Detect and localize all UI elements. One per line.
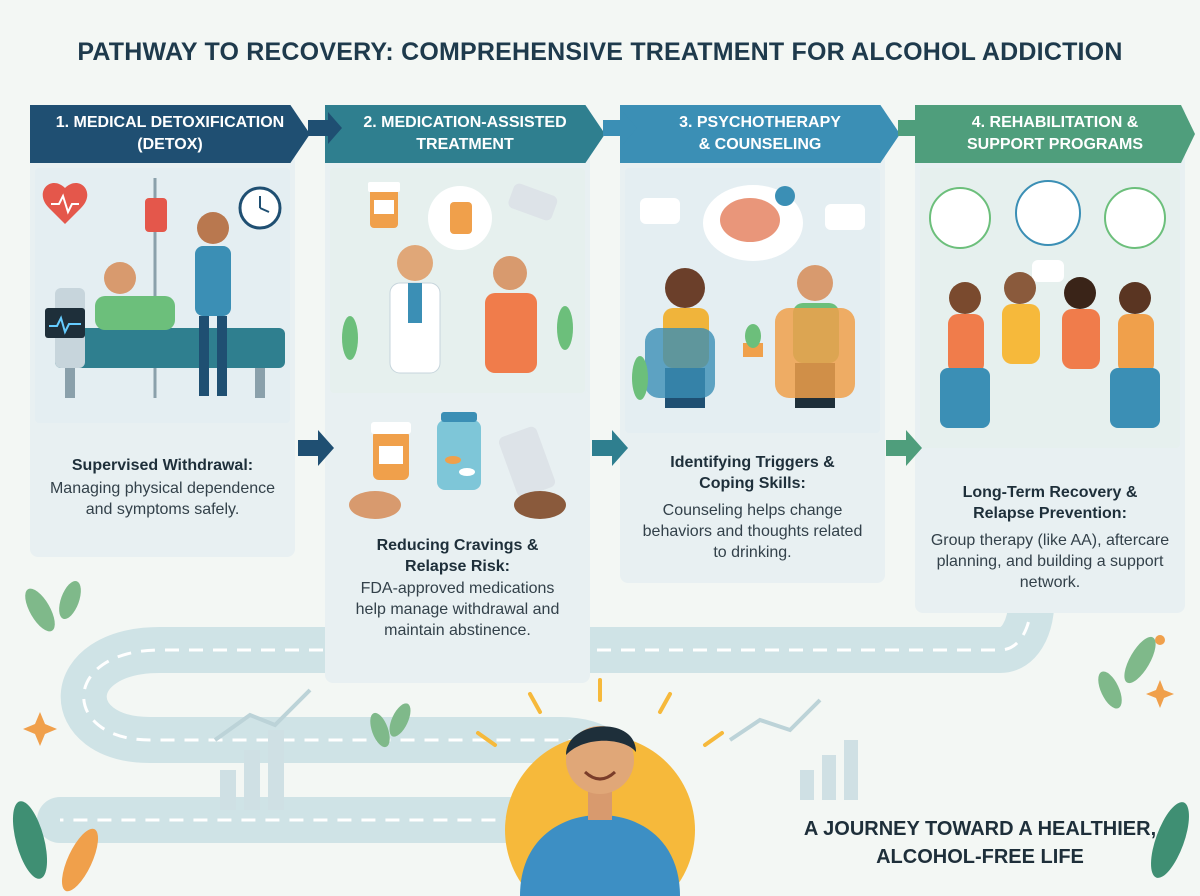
step-description-rehabilitation: Group therapy (like AA), aftercare plann… — [930, 532, 1170, 591]
step-heading-detox: Supervised Withdrawal: — [71, 457, 254, 474]
banner-line: & COUNSELING — [698, 136, 822, 153]
step-banner-rehabilitation: 4. REHABILITATION & SUPPORT PROGRAMS — [915, 105, 1195, 163]
speech-bubble-icon — [1032, 260, 1064, 282]
leaf-icon — [12, 580, 1189, 892]
footer-line: ALCOHOL-FREE LIFE — [876, 846, 1084, 868]
banner-line: (DETOX) — [137, 136, 203, 153]
footer-line: A JOURNEY TOWARD A HEALTHIER, — [803, 818, 1157, 840]
banner-line: 3. PSYCHOTHERAPY — [679, 114, 841, 131]
pill-bottle-icon — [371, 422, 411, 480]
patient-figure — [485, 256, 537, 373]
hand-icon — [349, 491, 566, 519]
banner-line: 4. REHABILITATION & — [971, 114, 1139, 131]
banner-line: TREATMENT — [416, 136, 514, 153]
speech-bubble-icon — [640, 198, 865, 230]
family-circle-icon — [929, 180, 1166, 249]
step-description-detox: Managing physical dependence and symptom… — [49, 480, 276, 518]
step-heading-psychotherapy: Identifying Triggers & Coping Skills: — [670, 454, 835, 492]
capsule-jar-icon — [437, 412, 481, 490]
doctor-figure — [389, 245, 441, 374]
counseling-scene-illustration — [625, 168, 880, 433]
brain-gears-icon — [703, 185, 803, 261]
step-banner-psychotherapy: 3. PSYCHOTHERAPY & COUNSELING — [620, 105, 900, 163]
heart-rate-icon — [42, 182, 88, 224]
blister-pack-icon — [498, 426, 556, 498]
growth-chart-icon — [213, 688, 858, 810]
step-heading-rehabilitation: Long-Term Recovery & Relapse Prevention: — [962, 484, 1138, 522]
step-banner-detox: 1. MEDICAL DETOXIFICATION (DETOX) — [30, 105, 310, 163]
step-heading-medication: Reducing Cravings & Relapse Risk: — [376, 537, 539, 575]
sparkle-icon — [23, 635, 1174, 746]
banner-line: SUPPORT PROGRAMS — [966, 136, 1143, 153]
step-banner-medication: 2. MEDICATION-ASSISTED TREATMENT — [325, 105, 605, 163]
detox-scene-illustration — [35, 168, 290, 423]
speech-bubble-icon — [428, 186, 492, 250]
step-description-medication: FDA-approved medications help manage wit… — [355, 580, 560, 639]
armchair-icon — [645, 308, 855, 398]
medications-illustration — [349, 412, 566, 519]
arrow-icon — [886, 112, 932, 466]
group-members — [948, 272, 1154, 374]
blister-pack-icon — [508, 183, 558, 221]
medication-scene-illustration — [330, 168, 585, 393]
chair-icon — [940, 368, 1160, 428]
person-illustration — [520, 726, 680, 896]
clock-icon — [238, 186, 282, 230]
nurse-figure — [195, 212, 231, 396]
arrow-icon — [298, 112, 342, 466]
footer-tagline: A JOURNEY TOWARD A HEALTHIER, ALCOHOL-FR… — [780, 815, 1180, 871]
plant-icon — [632, 324, 763, 400]
banner-line: 1. MEDICAL DETOXIFICATION — [55, 114, 285, 131]
arrow-icon — [592, 430, 628, 466]
monitor-icon — [45, 308, 85, 338]
banner-line: 2. MEDICATION-ASSISTED — [363, 114, 567, 131]
plant-icon — [342, 306, 573, 360]
page-title: PATHWAY TO RECOVERY: COMPREHENSIVE TREAT… — [77, 38, 1123, 66]
step-description-psychotherapy: Counseling helps change behaviors and th… — [642, 502, 863, 561]
support-group-illustration — [920, 168, 1180, 448]
patient-figure — [95, 262, 175, 330]
pill-bottle-icon — [368, 182, 400, 228]
arrow-icon — [603, 112, 637, 144]
